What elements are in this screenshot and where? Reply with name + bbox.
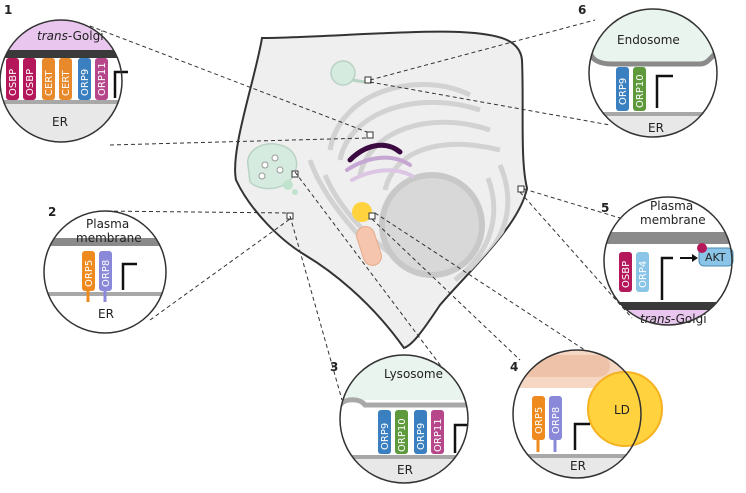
panel-2-top-line2: membrane (76, 231, 142, 245)
panel-6: Endosome ORP9 ORP10 ER (588, 8, 718, 138)
panel-4-ld-label: LD (614, 403, 630, 417)
panel-6-bottom-label: ER (648, 121, 664, 135)
protein-orp4: ORP4 (638, 261, 649, 288)
protein-cert-1: CERT (44, 69, 55, 96)
panel-3-top-label: Lysosome (384, 367, 443, 381)
protein-orp10: ORP10 (635, 74, 646, 108)
protein-orp10: ORP10 (397, 418, 408, 452)
panel-2-number: 2 (48, 205, 56, 219)
protein-orp11: ORP11 (97, 62, 108, 96)
transport-arrow-icon (453, 423, 468, 453)
protein-osbp-1: OSBP (8, 69, 19, 96)
panel-3-number: 3 (330, 360, 338, 374)
protein-cert-2: CERT (61, 69, 72, 96)
panel-6-number: 6 (578, 3, 586, 17)
panel-5: Plasma membrane OSBP ORP4 AKT trans-Golg… (603, 196, 734, 326)
cell-membrane (234, 30, 529, 350)
protein-orp5: ORP5 (534, 407, 545, 434)
protein-orp8: ORP8 (551, 407, 562, 434)
leader-lines (89, 19, 633, 401)
protein-osbp-2: OSBP (25, 69, 36, 96)
nucleus (379, 172, 485, 278)
protein-orp5: ORP5 (84, 260, 95, 287)
panel-1-bottom-label: ER (52, 115, 68, 129)
golgi-stack (345, 142, 414, 182)
panel-2: Plasma membrane ORP5 ORP8 ER (43, 210, 167, 334)
cell (234, 30, 529, 350)
protein-orp11: ORP11 (433, 418, 444, 452)
protein-orp9: ORP9 (80, 69, 91, 96)
lysosome (247, 143, 298, 195)
protein-orp9-1: ORP9 (380, 423, 391, 450)
protein-orp9-2: ORP9 (416, 423, 427, 450)
panel-4-number: 4 (510, 360, 518, 374)
endosome (330, 60, 366, 86)
transport-arrow-icon (655, 74, 673, 108)
panel-1: trans-Golgi OSBP OSBP CERT CERT ORP9 ORP… (0, 19, 128, 143)
protein-orp8: ORP8 (101, 260, 112, 287)
panel-1-top-label: trans-Golgi (37, 29, 104, 43)
panel-1-number: 1 (4, 3, 12, 17)
panel-5-bottom-label: trans-Golgi (640, 312, 707, 326)
transport-arrow-icon (113, 70, 128, 98)
panel-4-bottom-label: ER (570, 459, 586, 473)
protein-orp9: ORP9 (618, 78, 629, 105)
panel-3: Lysosome ORP9 ORP10 ORP9 ORP11 ER (339, 354, 469, 484)
panel-1-proteins: OSBP OSBP CERT CERT ORP9 ORP11 (6, 58, 108, 100)
panel-6-top-label: Endosome (617, 33, 680, 47)
akt-label: AKT (705, 251, 726, 264)
transport-arrow-icon (121, 262, 137, 290)
transport-arrow-icon (573, 422, 590, 450)
protein-osbp: OSBP (621, 261, 632, 288)
panel-4: LD ORP5 ORP8 ER (512, 349, 663, 479)
panel-5-top-line1: Plasma (650, 199, 693, 213)
panel-5-top-line2: membrane (640, 213, 706, 227)
panel-2-top-line1: Plasma (86, 217, 129, 231)
panel-5-number: 5 (601, 201, 609, 215)
panel-3-bottom-label: ER (397, 463, 413, 477)
lipid-droplet (352, 202, 372, 222)
mitochondrion (356, 226, 382, 266)
panel-2-bottom-label: ER (98, 307, 114, 321)
transport-arrow-icon (660, 256, 673, 300)
